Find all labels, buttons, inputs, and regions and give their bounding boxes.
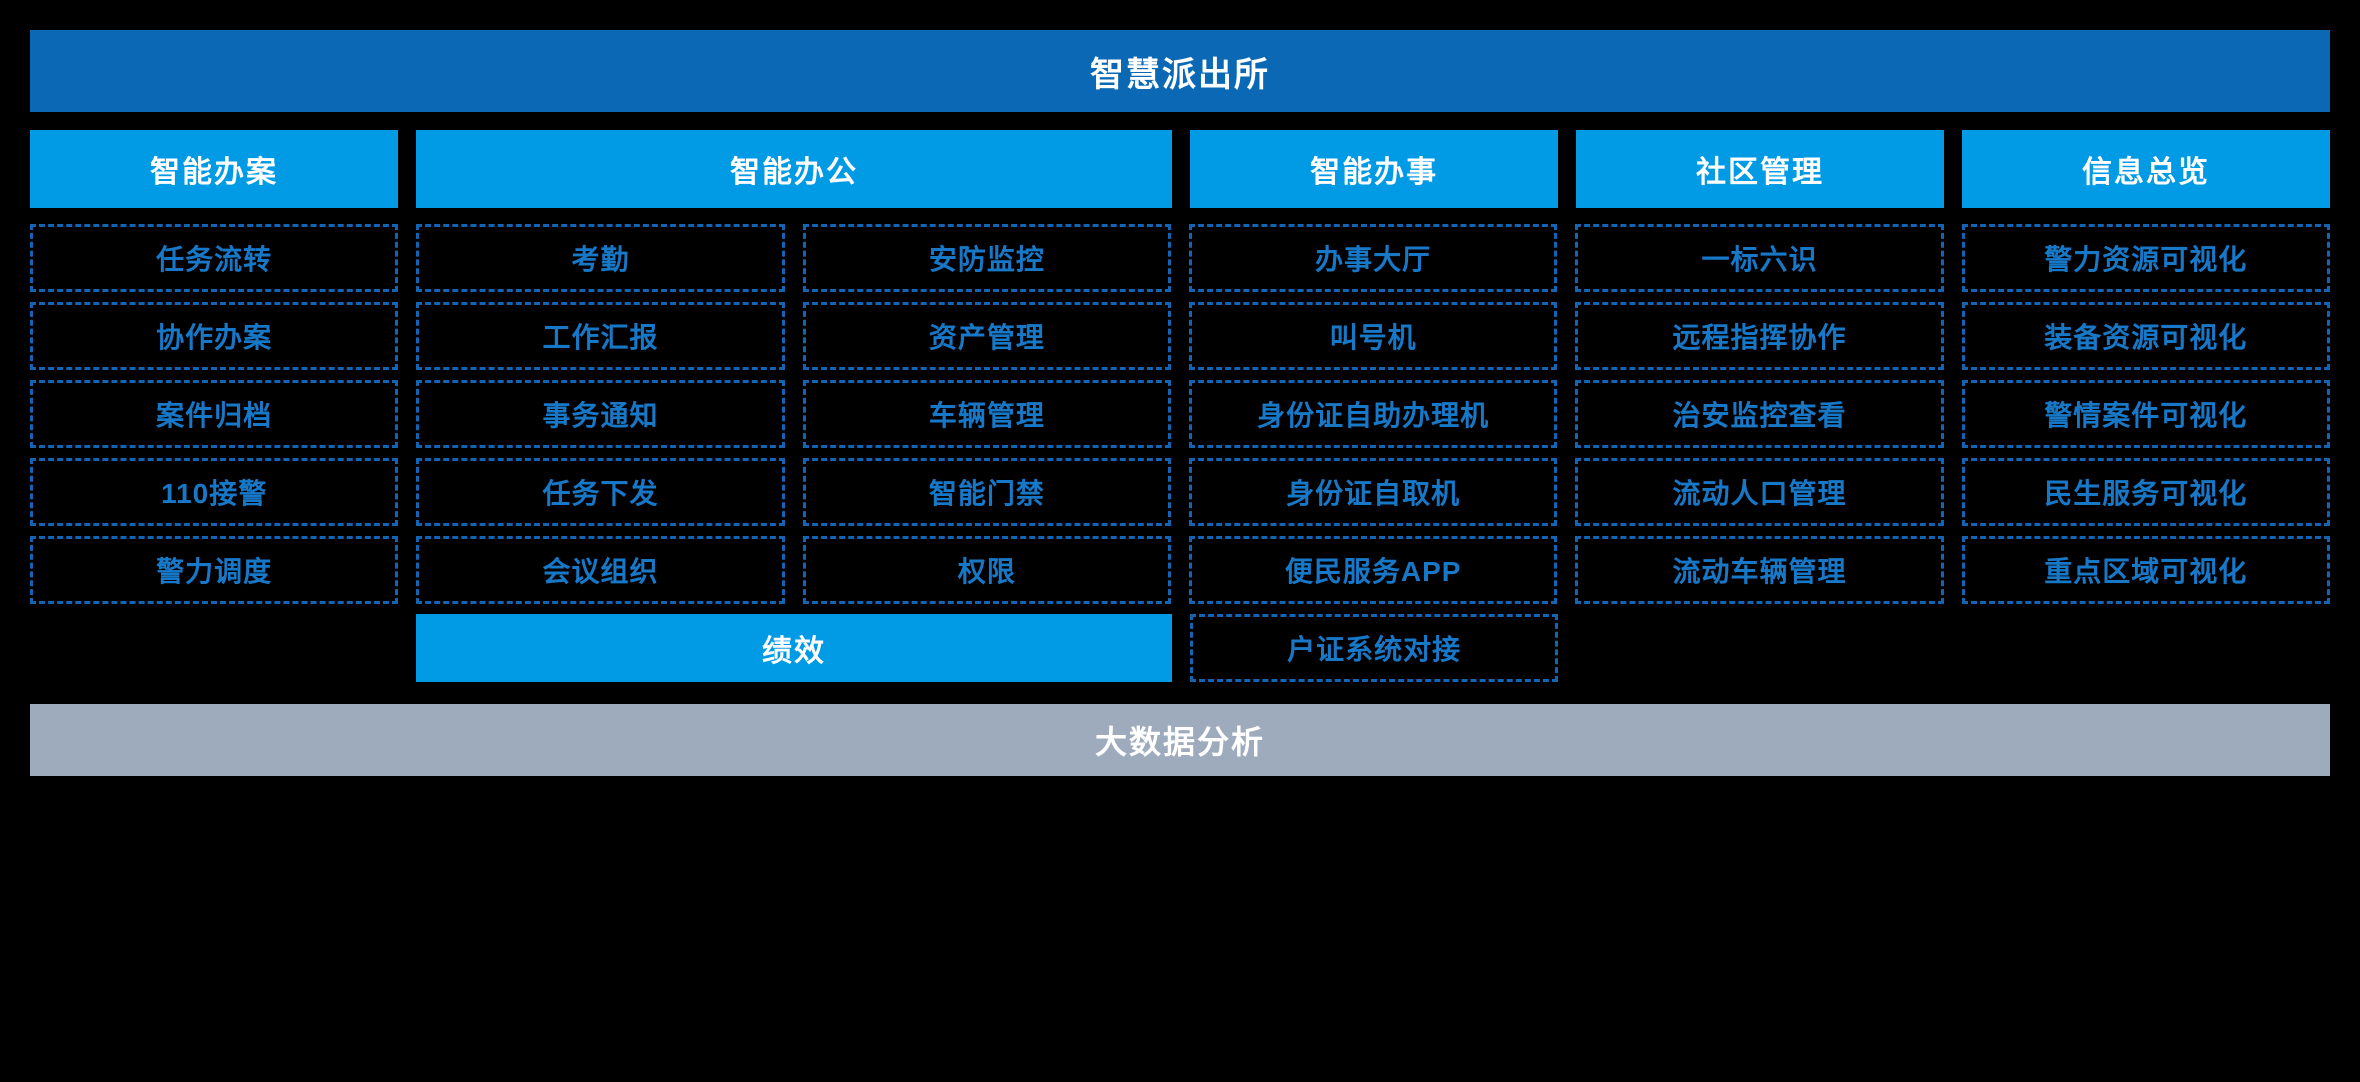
category-header-intelligent-service[interactable]: 智能办事: [1190, 130, 1559, 208]
spacer: [1576, 614, 1944, 682]
module-item[interactable]: 协作办案: [30, 302, 399, 370]
category-header-intelligent-case[interactable]: 智能办案: [30, 130, 398, 208]
module-item[interactable]: 工作汇报: [416, 302, 785, 370]
module-item[interactable]: 资产管理: [802, 302, 1171, 370]
module-item[interactable]: 警力资源可视化: [1961, 224, 2330, 292]
module-item[interactable]: 民生服务可视化: [1961, 458, 2330, 526]
module-item[interactable]: 事务通知: [416, 380, 785, 448]
extra-slot-empty-3: [1962, 614, 2330, 682]
spacer: [1962, 614, 2330, 682]
module-item[interactable]: 装备资源可视化: [1961, 302, 2330, 370]
module-grid: 任务流转 协作办案 案件归档 110接警 警力调度 考勤 工作汇报 事务通知 任…: [30, 224, 2330, 604]
module-column-1: 任务流转 协作办案 案件归档 110接警 警力调度: [30, 224, 399, 604]
category-header-intelligent-office[interactable]: 智能办公: [415, 130, 1173, 208]
module-item[interactable]: 权限: [802, 536, 1171, 604]
spacer: [30, 614, 398, 682]
module-item[interactable]: 案件归档: [30, 380, 399, 448]
footer-big-data-analysis[interactable]: 大数据分析: [30, 704, 2330, 776]
module-item[interactable]: 身份证自助办理机: [1188, 380, 1558, 448]
module-item[interactable]: 警情案件可视化: [1961, 380, 2330, 448]
category-header-community-management[interactable]: 社区管理: [1576, 130, 1945, 208]
module-item[interactable]: 车辆管理: [802, 380, 1171, 448]
module-column-5: 一标六识 远程指挥协作 治安监控查看 流动人口管理 流动车辆管理: [1575, 224, 1944, 604]
module-item[interactable]: 便民服务APP: [1188, 536, 1558, 604]
module-column-6: 警力资源可视化 装备资源可视化 警情案件可视化 民生服务可视化 重点区域可视化: [1961, 224, 2330, 604]
module-column-2: 考勤 工作汇报 事务通知 任务下发 会议组织: [416, 224, 785, 604]
extra-slot-household: 户证系统对接: [1190, 614, 1559, 682]
module-column-3: 安防监控 资产管理 车辆管理 智能门禁 权限: [802, 224, 1171, 604]
module-item[interactable]: 智能门禁: [802, 458, 1171, 526]
module-item-household-system-integration[interactable]: 户证系统对接: [1190, 614, 1559, 682]
module-item[interactable]: 流动人口管理: [1575, 458, 1944, 526]
module-item[interactable]: 治安监控查看: [1575, 380, 1944, 448]
extra-slot-performance: 绩效: [415, 614, 1173, 682]
extra-module-row: 绩效 户证系统对接: [30, 614, 2330, 682]
module-item[interactable]: 考勤: [416, 224, 785, 292]
module-item[interactable]: 安防监控: [802, 224, 1171, 292]
module-item[interactable]: 一标六识: [1575, 224, 1944, 292]
category-header-row: 智能办案 智能办公 智能办事 社区管理 信息总览: [30, 130, 2330, 208]
page-title: 智慧派出所: [30, 30, 2330, 112]
module-item[interactable]: 警力调度: [30, 536, 399, 604]
module-item[interactable]: 会议组织: [416, 536, 785, 604]
category-header-information-overview[interactable]: 信息总览: [1962, 130, 2330, 208]
module-item[interactable]: 重点区域可视化: [1961, 536, 2330, 604]
extra-slot-empty-2: [1576, 614, 1944, 682]
module-item[interactable]: 身份证自取机: [1188, 458, 1558, 526]
module-item[interactable]: 远程指挥协作: [1575, 302, 1944, 370]
module-item[interactable]: 流动车辆管理: [1575, 536, 1944, 604]
module-item[interactable]: 任务下发: [416, 458, 785, 526]
extra-slot-empty-1: [30, 614, 398, 682]
module-column-4: 办事大厅 叫号机 身份证自助办理机 身份证自取机 便民服务APP: [1188, 224, 1558, 604]
module-item[interactable]: 办事大厅: [1188, 224, 1558, 292]
module-item-performance[interactable]: 绩效: [415, 614, 1173, 682]
module-item[interactable]: 任务流转: [30, 224, 399, 292]
module-item[interactable]: 110接警: [30, 458, 399, 526]
module-item[interactable]: 叫号机: [1188, 302, 1558, 370]
